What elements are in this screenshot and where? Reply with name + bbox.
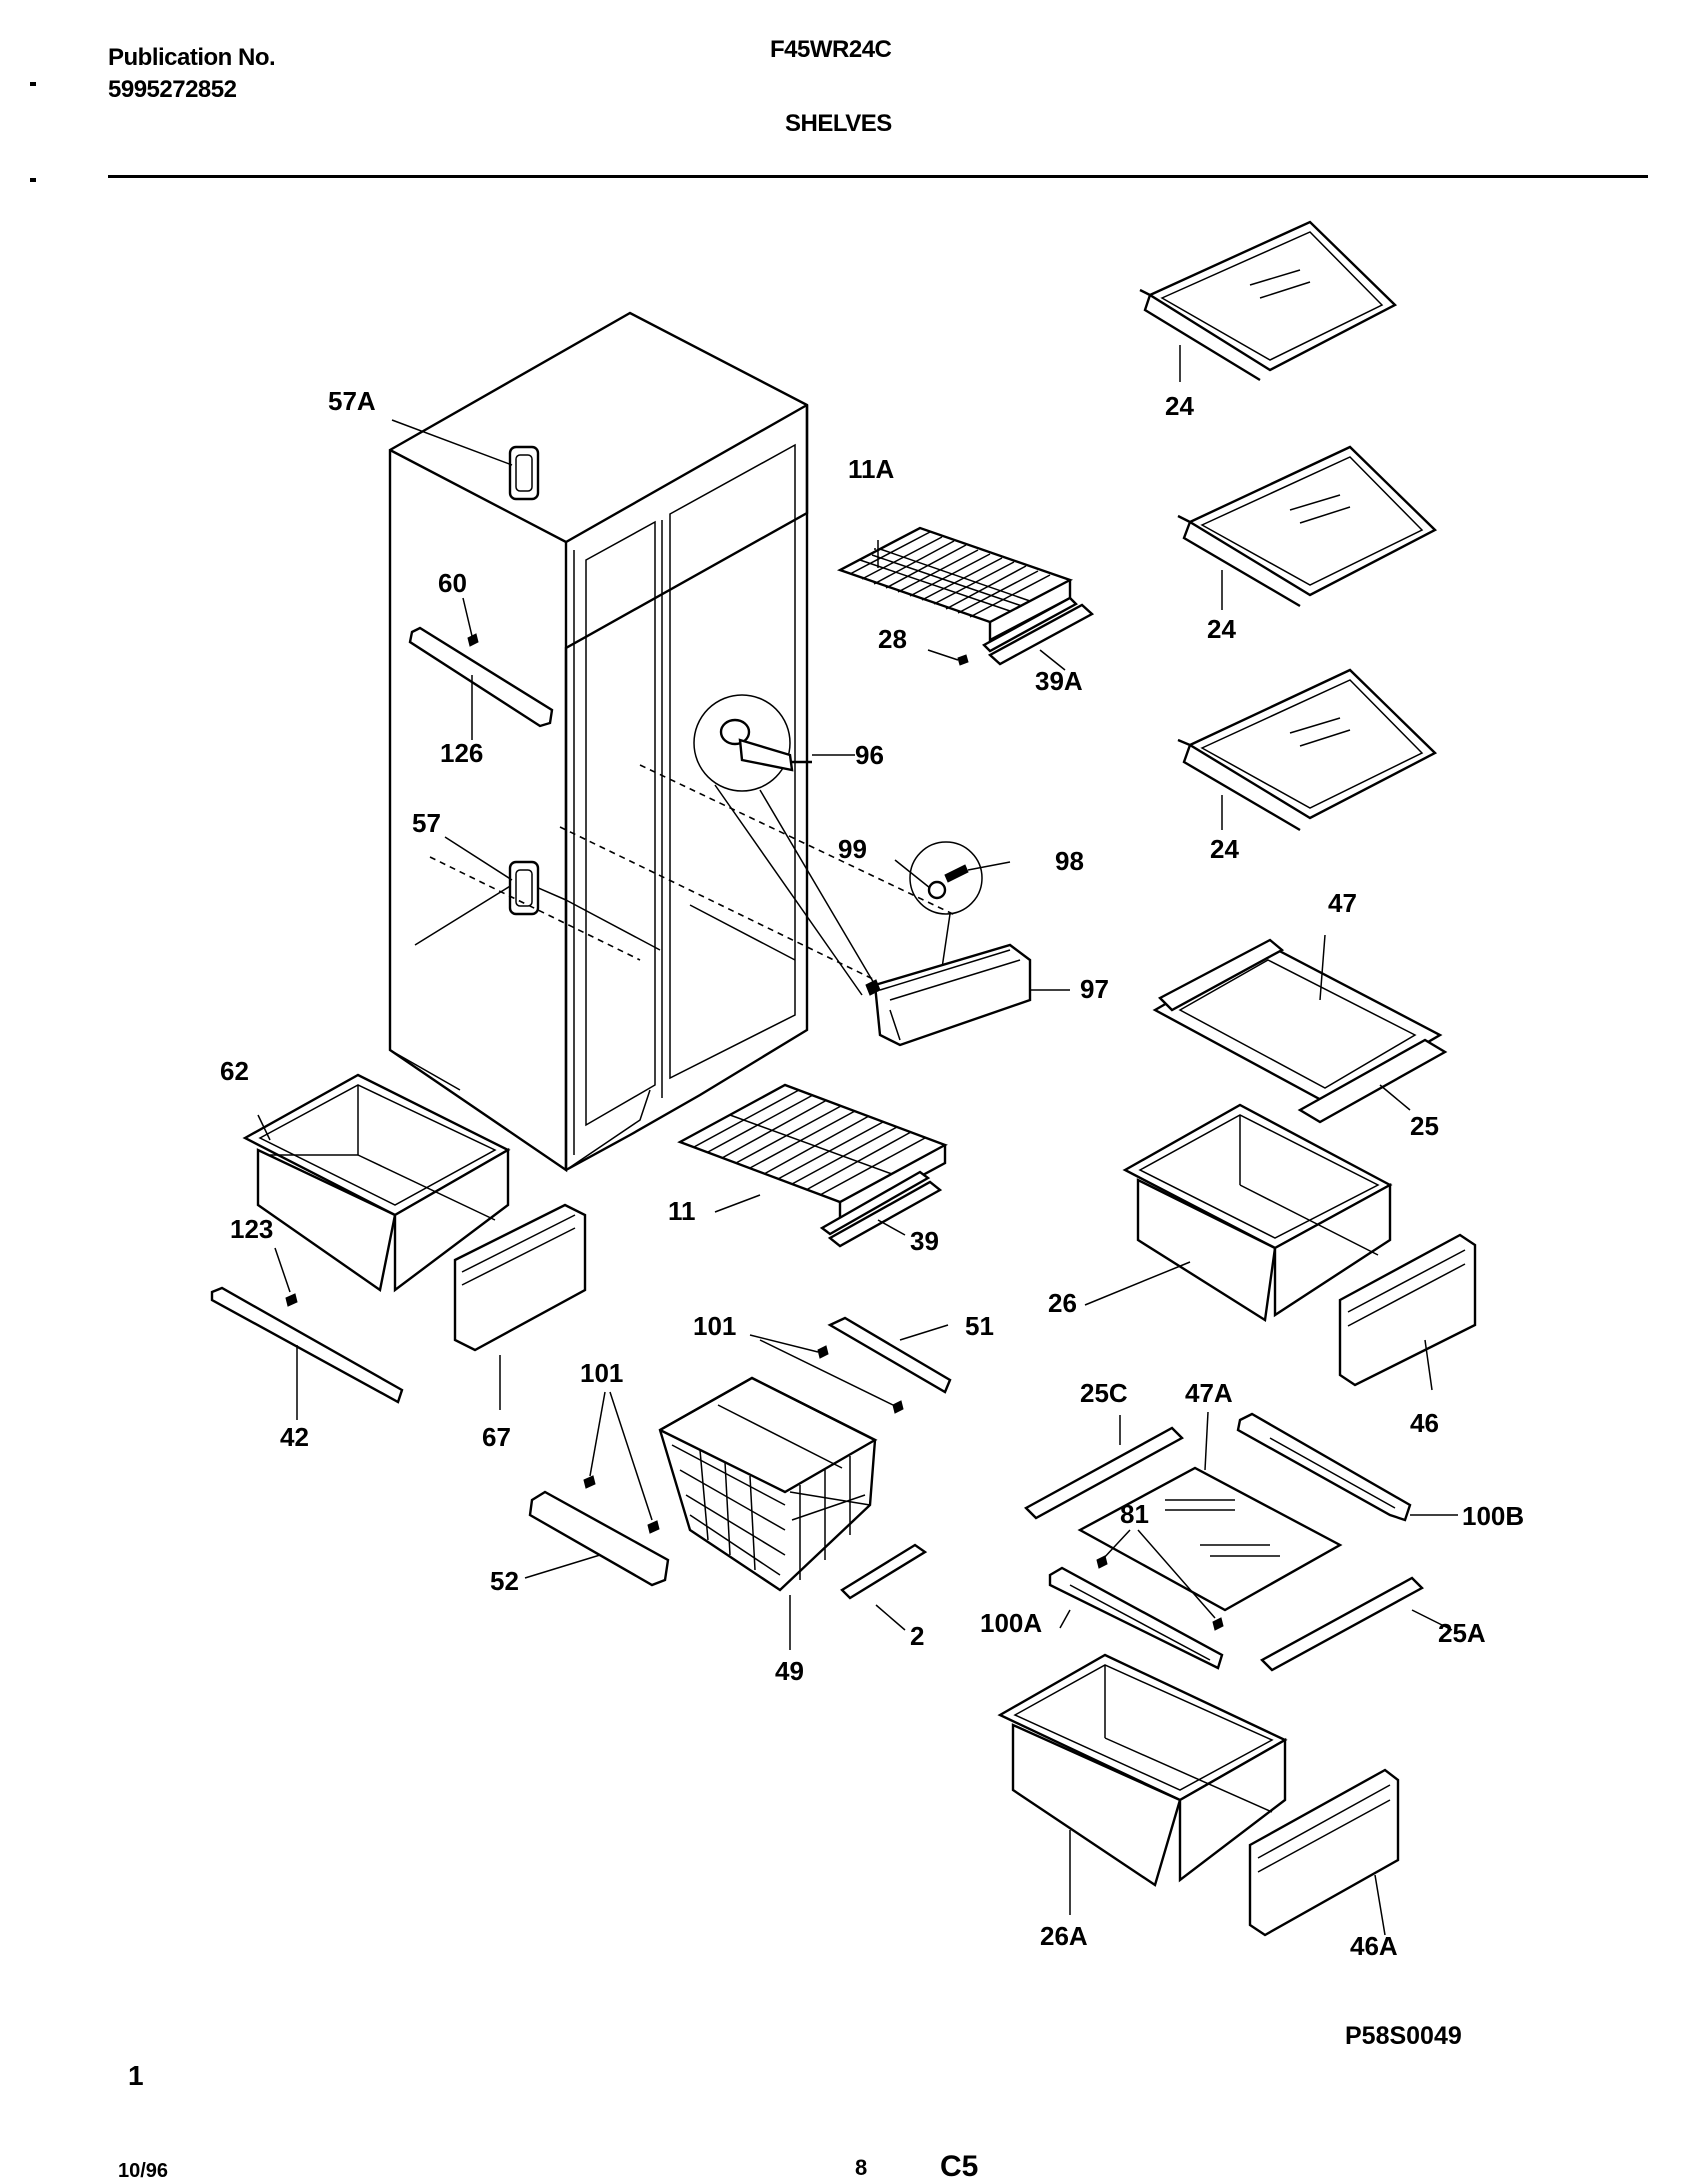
callout-24: 24 <box>1210 834 1239 864</box>
callout-62: 62 <box>220 1056 249 1086</box>
part-67-crisper-front <box>453 1203 587 1410</box>
part-2-rail <box>840 1543 928 1631</box>
part-46-crisper-front <box>1338 1233 1477 1391</box>
callout-98: 98 <box>1055 846 1084 876</box>
model-number: F45WR24C <box>770 36 892 63</box>
callout-47A: 47A <box>1185 1378 1233 1408</box>
part-47-crisper-cover <box>1152 934 1448 1124</box>
publication-number: 5995272852 <box>108 76 237 103</box>
margin-mark <box>30 178 36 182</box>
callout-39A: 39A <box>1035 666 1083 696</box>
callout-26: 26 <box>1048 1288 1077 1318</box>
callout-46A: 46A <box>1350 1931 1398 1961</box>
part-49-wire-basket <box>658 1376 878 1650</box>
guide-line <box>559 826 876 981</box>
callout-25: 25 <box>1410 1111 1439 1141</box>
callout-2: 2 <box>910 1621 924 1651</box>
callout-52: 52 <box>490 1566 519 1596</box>
callout-24: 24 <box>1165 391 1194 421</box>
callout-123: 123 <box>230 1214 273 1244</box>
part-25A-rail <box>1260 1576 1453 1672</box>
footer-code: C5 <box>940 2150 979 2183</box>
part-126-rail <box>408 597 554 740</box>
callout-11A: 11A <box>848 454 894 484</box>
part-25C-rail <box>1024 1415 1184 1520</box>
callout-leader <box>877 1219 906 1236</box>
part-24-glass-shelf-3 <box>1177 668 1438 832</box>
margin-mark <box>30 82 36 86</box>
callout-81: 81 <box>1120 1499 1149 1529</box>
part-26A-crisper-pan <box>997 1653 1288 1915</box>
callout-39: 39 <box>910 1226 939 1256</box>
part-24-glass-shelf-1 <box>1139 220 1398 382</box>
part-57-bracket <box>444 836 540 916</box>
callout-labels: 57A 60 126 57 62 123 42 67 11A 28 39A 96… <box>220 386 1524 1961</box>
callout-25C: 25C <box>1080 1378 1128 1408</box>
part-47A-glass-cover <box>1077 1411 1343 1612</box>
part-28-screw <box>957 654 969 666</box>
part-39-rail <box>819 1170 943 1248</box>
part-100B-rail <box>1236 1412 1458 1522</box>
callout-100B: 100B <box>1462 1501 1524 1531</box>
diagram-code: P58S0049 <box>1345 2022 1462 2050</box>
part-96-detail-circle <box>693 694 879 996</box>
part-46A-crisper-front <box>1248 1768 1400 1937</box>
publication-label: Publication No. <box>108 44 276 71</box>
callout-leader <box>714 1194 761 1213</box>
header-rule <box>108 175 1648 178</box>
part-62-crisper-pan <box>242 1073 511 1293</box>
footer-left-mark: 1 <box>128 2060 144 2091</box>
part-98-detail-circle <box>894 841 1011 969</box>
part-51-rail <box>749 1316 952 1414</box>
part-26-crisper-pan <box>1084 1103 1393 1323</box>
callout-leader <box>1039 649 1066 671</box>
callout-51: 51 <box>965 1311 994 1341</box>
refrigerator-cabinet <box>388 311 809 1173</box>
callout-101: 101 <box>580 1358 623 1388</box>
callout-57: 57 <box>412 808 441 838</box>
callout-126: 126 <box>440 738 483 768</box>
part-100A-rail <box>1048 1566 1224 1670</box>
part-42-rail <box>210 1247 404 1420</box>
callout-26A: 26A <box>1040 1921 1088 1951</box>
callout-46: 46 <box>1410 1408 1439 1438</box>
callout-47: 47 <box>1328 888 1357 918</box>
callout-11: 11 <box>668 1196 696 1226</box>
part-24-glass-shelf-2 <box>1177 445 1438 610</box>
footer-page: 8 <box>855 2155 868 2180</box>
part-39A-rail <box>982 596 1095 666</box>
callout-42: 42 <box>280 1422 309 1452</box>
footer-date: 10/96 <box>118 2160 169 2182</box>
part-11-wire-shelf <box>677 1083 948 1223</box>
guide-line <box>639 764 956 916</box>
callout-101: 101 <box>693 1311 736 1341</box>
part-97-bracket <box>865 943 1070 1047</box>
callout-100A: 100A <box>980 1608 1042 1638</box>
callout-60: 60 <box>438 568 467 598</box>
callout-97: 97 <box>1080 974 1109 1004</box>
part-11A-wire-shelf <box>836 526 1074 642</box>
part-52-bracket <box>524 1391 670 1587</box>
callout-28: 28 <box>878 624 907 654</box>
callout-99: 99 <box>838 834 867 864</box>
callout-57A: 57A <box>328 386 376 416</box>
part-57A-bracket <box>391 419 540 501</box>
callout-25A: 25A <box>1438 1618 1486 1648</box>
callout-24: 24 <box>1207 614 1236 644</box>
part-81-screws <box>1096 1529 1224 1631</box>
section-title: SHELVES <box>785 110 892 137</box>
callout-67: 67 <box>482 1422 511 1452</box>
callout-96: 96 <box>855 740 884 770</box>
guide-line <box>429 856 641 961</box>
callout-leader <box>927 649 959 661</box>
callout-49: 49 <box>775 1656 804 1686</box>
